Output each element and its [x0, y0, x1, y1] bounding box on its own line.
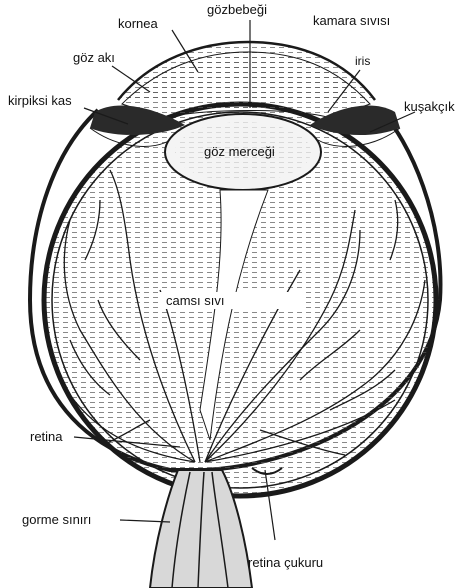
label-kamara-sivisi: kamara sıvısı [313, 14, 390, 27]
label-cams-sivi: camsı sıvı [160, 292, 302, 309]
label-retina: retina [30, 430, 63, 443]
label-goz-aki: göz akı [73, 51, 115, 64]
label-goz-mercegi: göz merceği [204, 145, 275, 158]
label-gozbebegi: gözbebeği [207, 3, 267, 16]
label-kirpiksi-kas: kirpiksi kas [8, 94, 72, 107]
label-gorme-siniri: gorme sınırı [22, 513, 91, 526]
label-retina-cukuru: retina çukuru [248, 556, 323, 569]
label-kusakcik: kuşakçık [404, 100, 455, 113]
label-kornea: kornea [118, 17, 158, 30]
label-iris: iris [355, 55, 370, 67]
